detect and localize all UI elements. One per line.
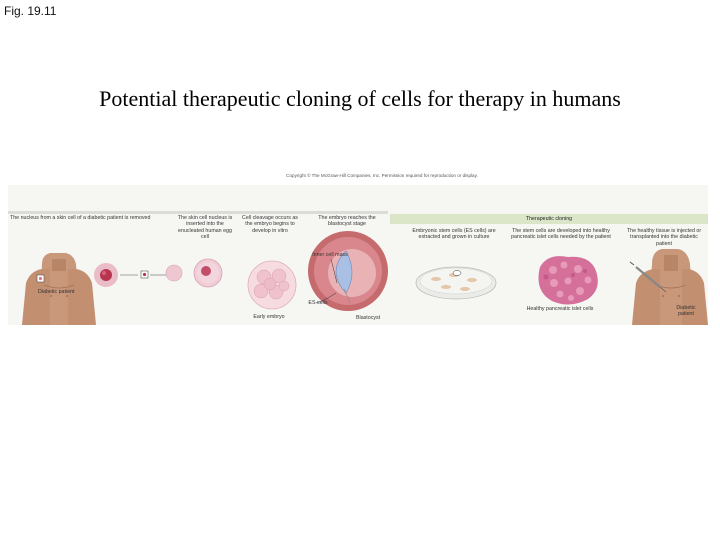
figure-number: Fig. 19.11 [4, 4, 57, 18]
label-early-embryo: Early embryo [253, 314, 285, 320]
enucleated-egg-cell [165, 264, 183, 282]
step-es-extracted: Embryonic stem cells (ES cells) are extr… [412, 228, 496, 241]
label-diabetic-patient-right: Diabetic patient [676, 305, 696, 318]
islet-cell-cluster [538, 256, 598, 305]
step-blastocyst-stage: The embryo reaches the blastocyst stage [318, 215, 376, 228]
syringe-icon [629, 261, 667, 293]
therapeutic-cloning-header: Therapeutic cloning [525, 216, 573, 222]
slide-title: Potential therapeutic cloning of cells f… [99, 86, 621, 111]
label-healthy-islet-cells: Healthy pancreatic islet cells [526, 306, 594, 312]
blastocyst [308, 231, 388, 311]
egg-with-nucleus [193, 258, 223, 288]
step-tissue-injected: The healthy tissue is injected or transp… [626, 228, 702, 247]
skin-cell [94, 263, 118, 287]
figure-illustration [22, 231, 708, 325]
cloning-figure: The nucleus from a skin cell of a diabet… [8, 185, 708, 325]
therapeutic-cloning-band [390, 214, 708, 224]
header-band-left [8, 211, 388, 214]
label-diabetic-patient-left: Diabetic patient [38, 289, 75, 295]
label-blastocyst: Blastocyst [356, 315, 381, 321]
label-es-cells: ES cells [308, 300, 328, 306]
culture-dish [415, 266, 497, 300]
diabetic-patient-left [22, 253, 96, 325]
step-nucleus-inserted: The skin cell nucleus is inserted into t… [177, 215, 233, 241]
early-embryo [247, 260, 297, 310]
diabetic-patient-right [629, 249, 708, 325]
step-cell-cleavage: Cell cleavage occurs as the embryo begin… [242, 215, 298, 234]
step-nucleus-removed: The nucleus from a skin cell of a diabet… [10, 215, 151, 221]
label-inner-cell-mass: Inner cell mass [312, 252, 348, 258]
copyright-notice: Copyright © The McGraw-Hill Companies, I… [286, 173, 478, 178]
step-stem-developed: The stem cells are developed into health… [511, 228, 611, 241]
nucleus-transfer-arrow [120, 270, 166, 279]
